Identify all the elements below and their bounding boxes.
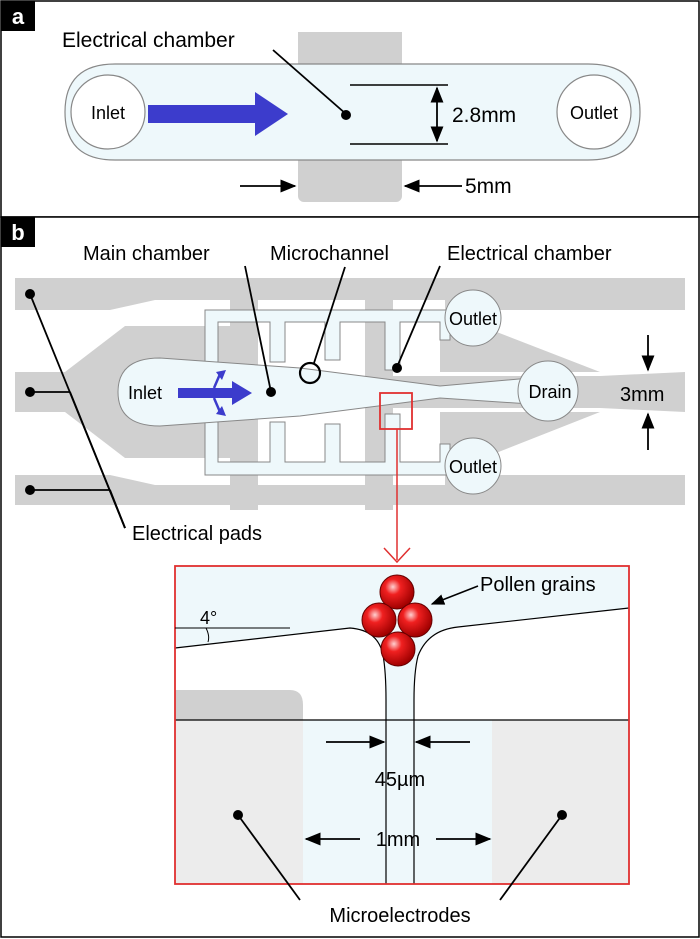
microelectrode-leader-right	[499, 814, 563, 901]
angle-arc	[205, 627, 210, 643]
pollen-grain-bottom	[380, 631, 416, 667]
outlet-circle-a	[556, 74, 632, 150]
pad-leader-bottom-diag	[109, 489, 126, 529]
drain-circle	[517, 360, 579, 422]
height-dim-label: 3mm	[620, 384, 664, 406]
flow-arrow-down-head	[216, 406, 226, 416]
flow-arrow-main	[178, 381, 252, 405]
inset-channel-wall-right	[413, 607, 630, 884]
microchannel-label: Microchannel	[270, 243, 389, 265]
zoom-inset: 4° Pollen grains 45µm 1mm	[174, 565, 630, 885]
panel-b-letter-box	[1, 217, 35, 247]
electrical-chamber-label-a: Electrical chamber	[62, 29, 235, 52]
drain-label: Drain	[528, 382, 571, 402]
outlet-bottom-circle	[444, 437, 502, 495]
inset-electrode-right	[492, 720, 629, 884]
inlet-label-a: Inlet	[91, 103, 125, 123]
pollen-grain-top	[379, 574, 415, 610]
electrical-pads-label: Electrical pads	[132, 523, 262, 545]
inset-grey-block	[175, 690, 303, 720]
width-dim-label-a: 2.8mm	[452, 104, 516, 127]
inset-stem-fluid	[386, 700, 414, 884]
main-chamber-leader	[244, 265, 272, 393]
electrical-chamber-leader-a	[272, 49, 347, 115]
length-dim-label-a: 5mm	[465, 175, 512, 198]
main-chamber-label: Main chamber	[83, 243, 210, 265]
pad-dot-bottom	[25, 485, 35, 495]
panel-b-letter: b	[11, 220, 24, 245]
pollen-grain-left	[361, 602, 397, 638]
electrical-chamber-label-b: Electrical chamber	[447, 243, 612, 265]
microchannel-leader	[313, 266, 346, 364]
flow-arrow-up-head	[216, 370, 226, 380]
pad-dot-middle	[25, 387, 35, 397]
outlet-top-label: Outlet	[449, 309, 497, 329]
inset-electrode-left	[175, 720, 303, 884]
outlet-label-a: Outlet	[570, 103, 618, 123]
gap-dim-label: 45µm	[375, 769, 425, 791]
inlet-label-b: Inlet	[128, 383, 162, 403]
outlet-top-circle	[444, 289, 502, 347]
pollen-grain-right	[397, 602, 433, 638]
panel-a: a Inlet Outlet Electrical chamber 2.8mm …	[0, 0, 700, 218]
main-chamber-dot	[266, 387, 276, 397]
electrode-gap-label: 1mm	[376, 829, 420, 851]
inlet-circle-a	[70, 74, 146, 150]
zoom-source-box	[379, 392, 413, 430]
zoom-inset-frame	[174, 565, 630, 885]
panel-a-letter-box	[1, 1, 35, 31]
microelectrode-leader-left	[237, 814, 301, 901]
microelectrodes-label: Microelectrodes	[329, 905, 470, 927]
chip-body-a	[64, 63, 641, 161]
pollen-grains-label: Pollen grains	[480, 574, 596, 596]
pad-dot-top	[25, 289, 35, 299]
electrical-chamber-dot-b	[392, 363, 402, 373]
top-trace	[15, 278, 685, 310]
pollen-leader	[430, 585, 479, 605]
microchannel-circle	[298, 361, 322, 385]
electrical-chamber-dot-a	[341, 110, 351, 120]
flow-arrow-a	[148, 92, 288, 136]
flow-arrow-up	[212, 373, 222, 389]
outlet-bottom-label: Outlet	[449, 457, 497, 477]
zoom-arrowhead	[383, 547, 411, 564]
angle-label: 4°	[200, 608, 217, 628]
electrical-chamber-leader-b	[396, 265, 441, 368]
panel-a-letter: a	[12, 4, 25, 29]
flow-arrows-b	[178, 370, 252, 416]
bottom-trace	[15, 475, 685, 505]
flow-arrow-down	[212, 397, 222, 413]
upper-channel-loop	[204, 309, 451, 371]
